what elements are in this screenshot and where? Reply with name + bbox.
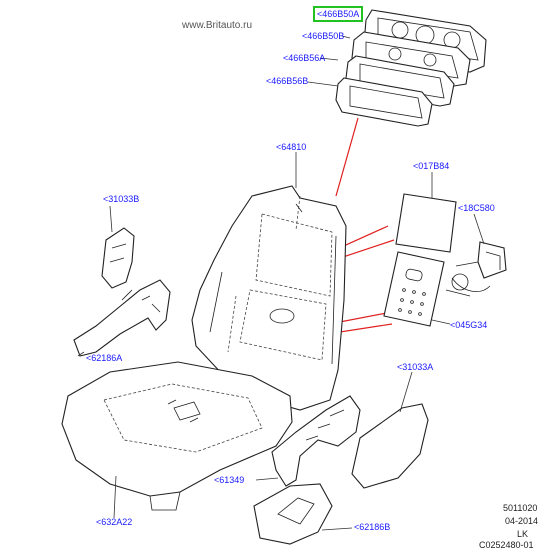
- label-466B56A[interactable]: <466B56A: [283, 53, 326, 63]
- illustration-date: 04-2014: [505, 516, 539, 526]
- label-045G34[interactable]: <045G34: [450, 320, 488, 330]
- illustration-code: 5011020: [503, 503, 538, 513]
- label-64810[interactable]: <64810: [276, 142, 307, 152]
- label-466B50B[interactable]: <466B50B: [302, 31, 345, 41]
- leader-lines: [77, 35, 485, 531]
- label-017B84[interactable]: <017B84: [413, 161, 450, 171]
- label-466B50A[interactable]: <466B50A: [313, 6, 364, 22]
- module-18C580[interactable]: [445, 241, 507, 297]
- label-466B56B[interactable]: <466B56B: [266, 76, 309, 86]
- bracket-62186B[interactable]: [253, 483, 333, 545]
- label-62186B[interactable]: <62186B: [354, 522, 391, 532]
- watermark-text: www.Britauto.ru: [182, 20, 253, 31]
- seat-back-64810[interactable]: [191, 185, 347, 411]
- label-31033A[interactable]: <31033A: [397, 362, 434, 372]
- label-61349[interactable]: <61349: [214, 475, 245, 485]
- bracket-62186A[interactable]: [73, 279, 171, 357]
- label-18C580[interactable]: <18C580: [458, 203, 495, 213]
- cover-31033B[interactable]: [101, 227, 135, 289]
- pointer-line-frames: [335, 117, 359, 197]
- label-632A22[interactable]: <632A22: [96, 517, 133, 527]
- illustration-author: LK: [517, 529, 529, 539]
- seat-cushion-632A22[interactable]: [61, 361, 293, 511]
- label-31033B[interactable]: <31033B: [103, 194, 140, 204]
- cover-31033A[interactable]: [351, 403, 429, 489]
- panel-017B84[interactable]: [395, 193, 457, 253]
- frame-466B56B[interactable]: [335, 77, 433, 127]
- label-62186A[interactable]: <62186A: [86, 353, 123, 363]
- mat-045G34[interactable]: [383, 251, 445, 327]
- illustration-ref: C0252480-01: [479, 540, 534, 550]
- bracket-61349[interactable]: [271, 395, 361, 487]
